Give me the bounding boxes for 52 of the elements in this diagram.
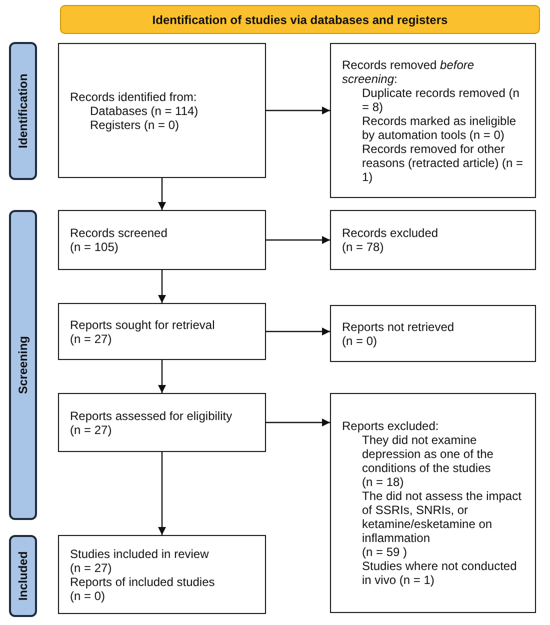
phase-label: Screening [16, 336, 30, 394]
arrow [266, 106, 330, 114]
process-box [58, 535, 266, 614]
box-text: (n = 0) [342, 334, 378, 348]
arrow [266, 418, 330, 426]
arrow [266, 328, 330, 336]
process-box [330, 393, 536, 613]
box-text: Records marked as ineligible by automation tools (n = 0) [361, 114, 518, 142]
box-text: Records identified from: [70, 90, 198, 104]
arrow [158, 178, 166, 210]
phase-band [9, 42, 37, 180]
process-box [58, 43, 266, 178]
process-box [330, 210, 536, 270]
box-text: Reports of included studies [70, 574, 216, 588]
phase-label: Identification [16, 74, 30, 148]
phase-label: Included [16, 551, 30, 601]
box-text: The did not assess the impact of SSRIs, SNRIs, or ketamine/esketamine on inflammation [361, 489, 522, 545]
box-text: Records removed for other reasons (retracted article) (n = 1) [361, 142, 524, 184]
box-text: (n = 27) [70, 332, 113, 346]
box-text: (n = 27) [70, 560, 113, 574]
box-text: Reports sought for retrieval [70, 318, 216, 332]
phase-band [9, 535, 37, 617]
process-box [330, 305, 536, 362]
box-text: Reports assessed for eligibility [70, 408, 234, 422]
box-text: (n = 78) [342, 240, 385, 254]
box-text: Records removed before screening: [342, 58, 476, 86]
box-text: (n = 105) [70, 240, 120, 254]
process-box [58, 303, 266, 360]
box-text: (n = 27) [70, 422, 113, 436]
arrow [158, 270, 166, 303]
box-text: Records screened [70, 226, 168, 240]
box-text: They did not examine depression as one of the conditions of the studies [361, 433, 494, 475]
box-text: (n = 18) [361, 475, 405, 489]
section-banner [60, 5, 540, 34]
box-text: Reports excluded: [342, 419, 440, 433]
process-box [330, 43, 536, 198]
box-text: Duplicate records removed (n = 8) [361, 86, 520, 114]
box-text: Reports not retrieved [342, 320, 456, 334]
box-text: Registers (n = 0) [89, 118, 180, 132]
arrow [266, 236, 330, 244]
box-text: Studies included in review [70, 546, 210, 560]
box-text: (n = 59 ) [361, 545, 408, 559]
banner-title: Identification of studies via databases and registers [152, 12, 448, 26]
process-box [58, 393, 266, 452]
box-text: Databases (n = 114) [89, 104, 200, 118]
box-text: (n = 0) [70, 588, 106, 602]
box-text: Studies where not conducted in vivo (n = 1) [361, 559, 518, 587]
phase-band [9, 210, 37, 520]
box-text: Records excluded [342, 226, 440, 240]
arrow [158, 360, 166, 393]
process-box [58, 210, 266, 270]
arrow [158, 452, 166, 535]
